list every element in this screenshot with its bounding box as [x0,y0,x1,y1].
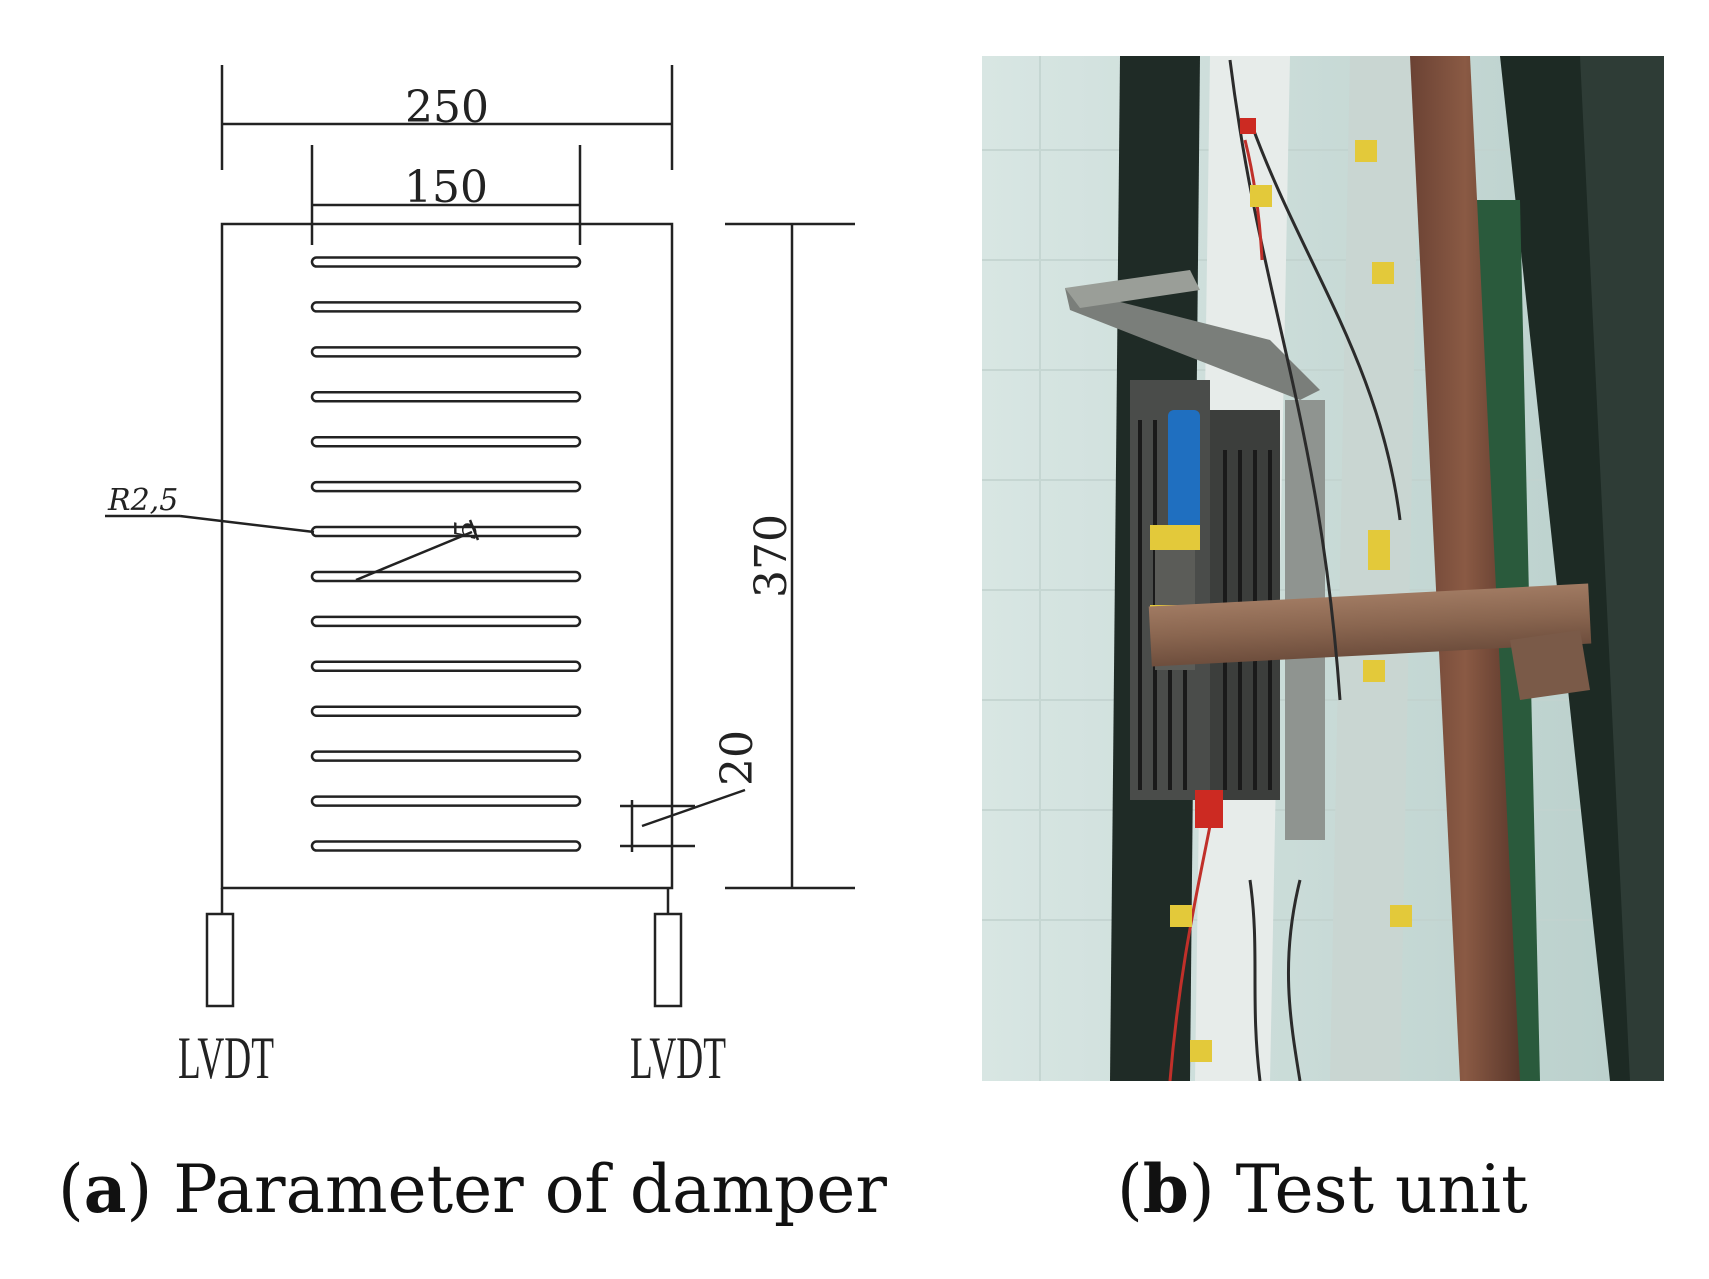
dim-250-text: 250 [405,82,489,133]
damper-slot [310,840,582,852]
damper-slot [310,750,582,762]
damper-slot [310,705,582,717]
damper-slot [310,570,582,583]
damper-slot [310,795,582,807]
caption-a-letter: a [83,1150,127,1228]
dim-5-text: 5 [449,520,484,539]
dim-370-text: 370 [746,514,797,598]
test-unit-photo [982,56,1664,1081]
radius-leader [179,514,315,534]
lvdt-left-body [205,912,235,1008]
caption-a: (a) Parameter of damper [58,1150,887,1228]
damper-slot [310,480,582,493]
slot-group [310,256,582,852]
damper-slot [310,391,582,403]
damper-slot [310,615,582,628]
radius-text: R2,5 [107,483,178,518]
lvdt-right-label: LVDT [630,1025,726,1091]
lvdt-left-label: LVDT [178,1025,274,1091]
lvdt-right-body [653,912,683,1008]
caption-a-text: Parameter of damper [173,1151,887,1228]
damper-slot [310,525,582,538]
damper-slot [310,256,582,268]
caption-b-letter: b [1142,1150,1189,1228]
dim-20-leader [641,788,746,828]
caption-b-text: Test unit [1235,1151,1528,1228]
damper-drawing [105,65,855,1008]
dim-20-text: 20 [712,730,763,786]
damper-slot [310,346,582,358]
damper-slot [310,660,582,673]
damper-plate [220,222,674,890]
dim-150-text: 150 [404,162,488,213]
damper-slot [310,435,582,448]
caption-b: (b) Test unit [1117,1150,1528,1228]
damper-slot [310,301,582,313]
